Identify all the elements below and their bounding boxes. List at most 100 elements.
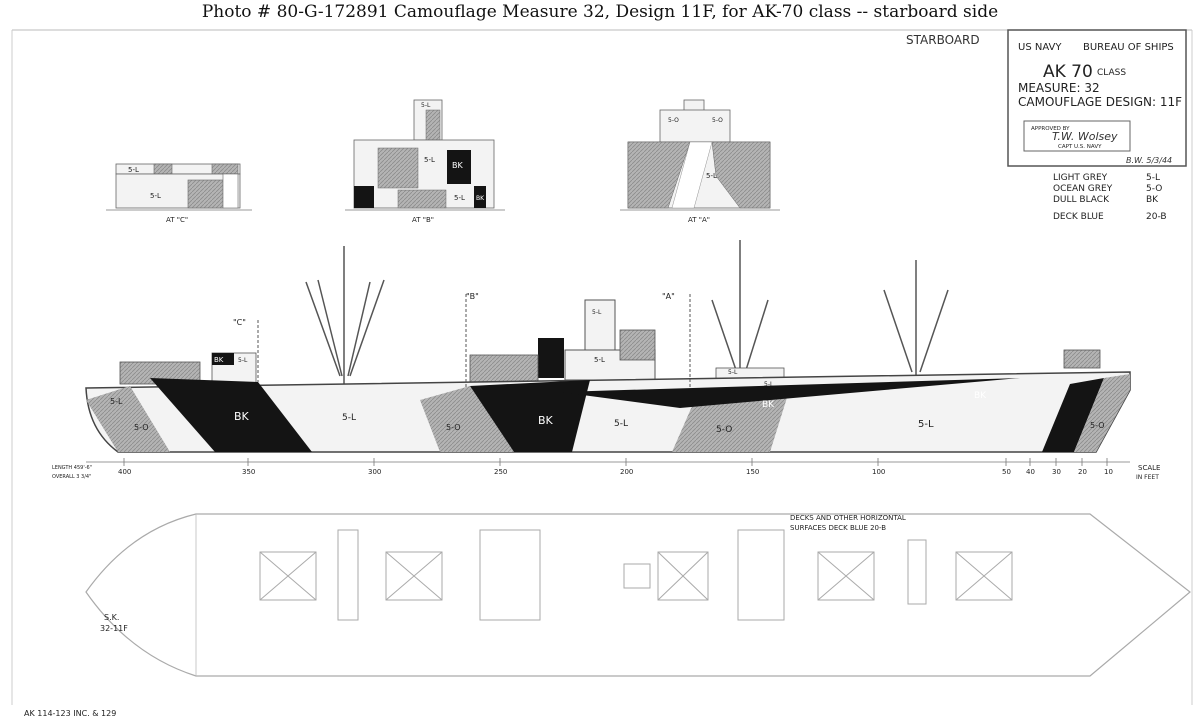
length-scale: LENGTH 459'-6" OVERALL 3 3/4" 400 350 30… — [52, 458, 1160, 481]
hull-code-2: 5-O — [134, 423, 149, 432]
marker-a: "A" — [662, 292, 675, 301]
hull-code-4: 5-L — [342, 413, 356, 423]
tick-30: 30 — [1052, 468, 1061, 476]
class-name: AK 70 — [1043, 62, 1093, 82]
section-a-code-main: 5-L — [706, 172, 717, 180]
legend-name-deck-blue: DECK BLUE — [1053, 212, 1104, 222]
hull-code-6: BK — [538, 414, 554, 427]
footer-note: AK 114-123 INC. & 129 — [24, 709, 116, 718]
hull-patch-ocean-1 — [420, 386, 514, 452]
starboard-label: STARBOARD — [906, 33, 980, 47]
scale-label: SCALE — [1138, 464, 1160, 472]
tick-40: 40 — [1026, 468, 1035, 476]
title-block-bureau: BUREAU OF SHIPS — [1083, 42, 1174, 53]
section-a-label: AT "A" — [688, 216, 710, 224]
section-c-code-top: 5-L — [128, 166, 139, 174]
hull-code-11: BK — [974, 391, 987, 401]
tick-250: 250 — [494, 468, 507, 476]
legend-code-dull-black: BK — [1146, 195, 1159, 205]
legend-code-light-grey: 5-L — [1146, 173, 1160, 183]
deck-plan: DECKS AND OTHER HORIZONTAL SURFACES DECK… — [85, 513, 1191, 677]
title-block-frame — [1007, 29, 1187, 167]
hull-patch-bow-black — [1042, 378, 1104, 452]
deck-outline — [85, 513, 1191, 677]
hull-patch-bow-grey — [1074, 374, 1130, 452]
hull-patch-stern-grey — [86, 386, 170, 452]
tick-20: 20 — [1078, 468, 1087, 476]
approved-label: APPROVED BY — [1031, 126, 1070, 132]
legend-code-deck-blue: 20-B — [1146, 212, 1167, 222]
hull-code-12: 5-O — [1090, 421, 1105, 430]
hull-code-10: 5-L — [918, 419, 934, 430]
date-note: B.W. 5/3/44 — [1126, 156, 1172, 165]
legend-name-ocean-grey: OCEAN GREY — [1053, 184, 1113, 194]
hull-stripe-black — [560, 378, 1020, 408]
section-b-code-low: 5-L — [454, 194, 465, 202]
section-b-code-black-small: BK — [476, 195, 485, 202]
tick-10: 10 — [1104, 468, 1113, 476]
hull-code-5: 5-O — [446, 423, 461, 432]
tick-200: 200 — [620, 468, 633, 476]
section-a-code-left: 5-O — [668, 117, 679, 124]
super-code-6: 5-L — [764, 381, 774, 388]
marker-b: "B" — [466, 292, 479, 301]
hull-code-9: BK — [762, 400, 775, 410]
tick-300: 300 — [368, 468, 381, 476]
section-c: 5-L 5-L AT "C" — [106, 163, 252, 224]
section-a-code-right: 5-O — [712, 117, 723, 124]
scale-note-overall: OVERALL 3 3/4" — [52, 474, 91, 480]
section-b-code-mid: 5-L — [424, 156, 435, 164]
sheet-frame — [11, 29, 1193, 705]
color-legend: LIGHT GREY 5-L OCEAN GREY 5-O DULL BLACK… — [1053, 173, 1167, 222]
hull-code-3: BK — [234, 410, 250, 423]
tick-350: 350 — [242, 468, 255, 476]
tick-400: 400 — [118, 468, 131, 476]
scale-unit: IN FEET — [1136, 474, 1159, 481]
approval-stamp — [1023, 120, 1131, 152]
deck-hatches — [259, 529, 1013, 621]
hull-code-7: 5-L — [614, 419, 628, 429]
hull-code-1: 5-L — [110, 397, 123, 406]
funnel — [538, 338, 564, 378]
super-code-1: BK — [214, 356, 224, 364]
signer-title: CAPT U.S. NAVY — [1058, 144, 1102, 150]
legend-name-dull-black: DULL BLACK — [1053, 195, 1110, 205]
tick-100: 100 — [872, 468, 885, 476]
section-b-code-black: BK — [452, 161, 463, 170]
section-b-label: AT "B" — [412, 216, 434, 224]
class-suffix: CLASS — [1097, 68, 1126, 78]
section-markers — [257, 294, 691, 388]
section-c-label: AT "C" — [166, 216, 188, 224]
title-block: US NAVY BUREAU OF SHIPS AK 70 CLASS MEAS… — [1007, 29, 1187, 167]
signature: T.W. Wolsey — [1052, 130, 1118, 143]
hull-patch-stern-black — [150, 378, 312, 452]
super-code-3: 5-L — [592, 309, 602, 316]
legend-name-light-grey: LIGHT GREY — [1053, 173, 1108, 183]
legend-code-ocean-grey: 5-O — [1146, 184, 1162, 194]
drawing-id-line2: 32-11F — [100, 624, 128, 633]
scale-note-length: LENGTH 459'-6" — [52, 465, 92, 471]
super-code-2: 5-L — [238, 357, 248, 364]
tick-50: 50 — [1002, 468, 1011, 476]
photo-caption: Photo # 80-G-172891 Camouflage Measure 3… — [201, 2, 999, 22]
section-b: 5-L 5-L BK 5-L BK AT "B" — [345, 99, 505, 224]
drawing-id-line1: S.K. — [104, 613, 119, 622]
tick-150: 150 — [746, 468, 759, 476]
super-code-4: 5-L — [594, 356, 605, 364]
section-b-code-stack: 5-L — [421, 102, 431, 109]
section-a: 5-O 5-L 5-O AT "A" — [620, 99, 780, 224]
title-block-navy: US NAVY — [1018, 42, 1062, 53]
deck-note-line2: SURFACES DECK BLUE 20-B — [790, 524, 886, 532]
masts-and-booms — [305, 240, 949, 388]
measure-number: MEASURE: 32 — [1018, 81, 1100, 95]
deck-note-line1: DECKS AND OTHER HORIZONTAL — [790, 514, 906, 522]
camouflage-design: CAMOUFLAGE DESIGN: 11F — [1018, 95, 1182, 109]
ship-profile: "C" "B" "A" 5-L 5-O BK 5-L 5-O BK 5-L 5-… — [85, 240, 1131, 453]
bridge-upper — [584, 299, 616, 351]
super-code-5: 5-L — [728, 369, 738, 376]
hull-code-8: 5-O — [716, 425, 732, 435]
marker-c: "C" — [233, 318, 246, 327]
section-c-code-main: 5-L — [150, 192, 161, 200]
